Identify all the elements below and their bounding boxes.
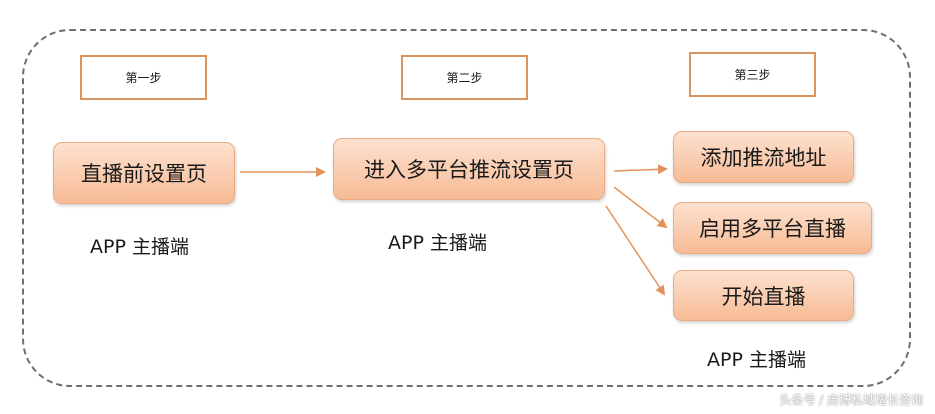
- step2-label: 第二步: [401, 55, 528, 100]
- arrow-to-start-live: [605, 205, 666, 296]
- arrow-to-add-address: [613, 164, 668, 175]
- dashed-frame: [22, 29, 911, 387]
- step1-label: 第一步: [80, 55, 207, 100]
- step3-caption: APP 主播端: [707, 349, 806, 371]
- node-enable-multi-platform: 启用多平台直播: [673, 202, 872, 254]
- step3-label: 第三步: [689, 52, 816, 97]
- node-multi-platform-settings: 进入多平台推流设置页: [333, 138, 605, 200]
- step1-caption: APP 主播端: [90, 236, 189, 258]
- node-start-live: 开始直播: [673, 270, 854, 321]
- step2-caption: APP 主播端: [388, 232, 487, 254]
- watermark: 头条号 / 启博私域增长咨询: [779, 393, 923, 407]
- node-pre-live-settings: 直播前设置页: [53, 142, 235, 204]
- node-add-stream-address: 添加推流地址: [673, 131, 854, 183]
- arrow-to-enable-multi: [613, 186, 668, 229]
